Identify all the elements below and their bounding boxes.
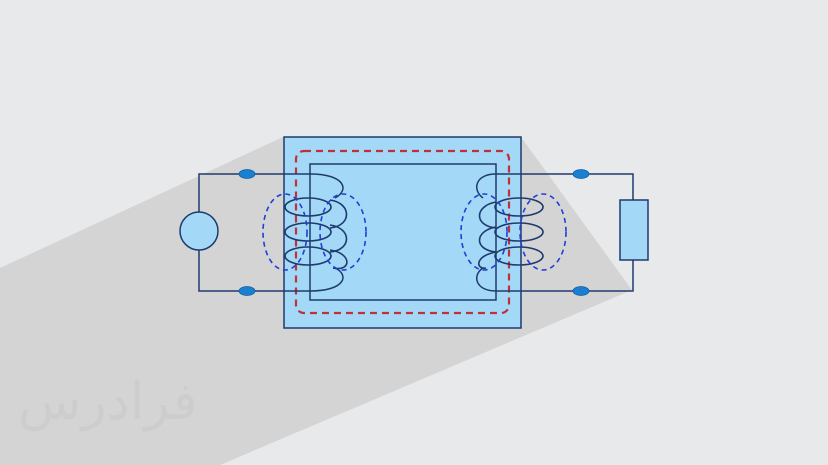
primary-bottom-wire (198, 249, 310, 292)
primary-terminal-top (238, 169, 256, 179)
leakage-flux-loop (319, 193, 367, 271)
secondary-coil-back (478, 226, 497, 253)
secondary-coil-turn (494, 222, 544, 242)
resistor-load (619, 199, 649, 261)
leakage-flux-loop (460, 193, 508, 271)
primary-coil-turn (284, 197, 332, 217)
primary-lead-out (309, 267, 344, 292)
secondary-top-wire (496, 173, 634, 200)
primary-coil-turn (284, 246, 332, 266)
secondary-terminal-bottom (572, 286, 590, 296)
secondary-coil-turn (494, 197, 544, 217)
secondary-leakage-flux (460, 193, 567, 271)
core-window (309, 163, 497, 301)
primary-terminal-bottom (238, 286, 256, 296)
leakage-flux-loop (519, 193, 567, 271)
secondary-winding (478, 197, 544, 269)
secondary-coil-back (478, 201, 497, 229)
main-flux-path (294, 149, 511, 315)
secondary-circuit (476, 173, 634, 292)
secondary-coil-turn (494, 246, 544, 266)
primary-leakage-flux (262, 193, 367, 271)
secondary-terminal-top (572, 169, 590, 179)
secondary-bottom-wire (496, 260, 634, 292)
watermark-logo: فرادرس (18, 372, 198, 432)
ac-source (179, 211, 219, 251)
primary-coil-turn (284, 222, 332, 242)
terminals (238, 169, 590, 296)
secondary-lead-out (476, 267, 497, 292)
secondary-coil-back (478, 251, 497, 269)
primary-lead-in (309, 173, 344, 199)
secondary-lead-in (476, 173, 497, 199)
primary-top-wire (198, 173, 310, 213)
primary-circuit (198, 173, 344, 292)
leakage-flux-loop (262, 193, 308, 271)
